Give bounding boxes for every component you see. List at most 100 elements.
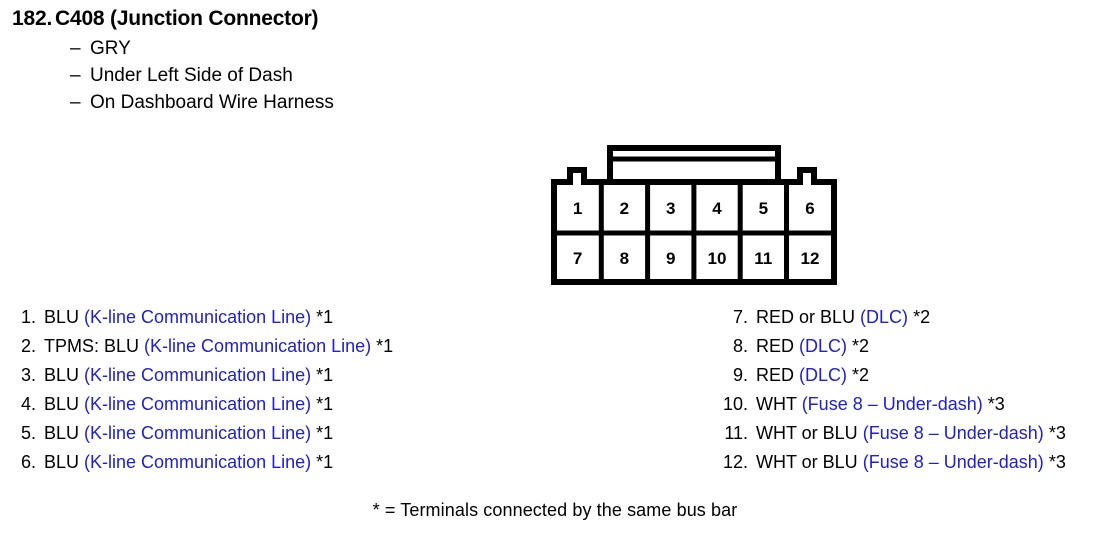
pin-cavity-1: 1 xyxy=(573,199,582,218)
pin-row: 3. BLU (K-line Communication Line) *1 xyxy=(0,361,540,390)
circuit-name: (K-line Communication Line) xyxy=(84,394,312,414)
circuit-name: (K-line Communication Line) xyxy=(84,307,312,327)
connector-body-outline xyxy=(551,167,837,285)
pin-number: 5. xyxy=(20,423,36,443)
pin-cavity-3: 3 xyxy=(666,199,675,218)
wire-color: WHT or BLU xyxy=(756,423,858,443)
pin-row: 9. RED (DLC) *2 xyxy=(700,361,1110,390)
footnote-ref: *1 xyxy=(376,336,394,356)
bus-bar-footnote: * = Terminals connected by the same bus … xyxy=(372,500,738,520)
pin-description: WHT (Fuse 8 – Under-dash) *3 xyxy=(748,390,1005,419)
pin-number: 10. xyxy=(722,394,748,414)
pin-row: 8. RED (DLC) *2 xyxy=(700,332,1110,361)
circuit-name: (K-line Communication Line) xyxy=(84,365,312,385)
pin-row: 7. RED or BLU (DLC) *2 xyxy=(700,303,1110,332)
pin-cavity-2: 2 xyxy=(620,199,629,218)
pin-number: 8. xyxy=(732,336,748,356)
attribute-text: GRY xyxy=(90,38,131,59)
wire-color: RED or BLU xyxy=(756,307,856,327)
pin-description: RED or BLU (DLC) *2 xyxy=(748,303,930,332)
circuit-name: (K-line Communication Line) xyxy=(144,336,372,356)
bullet-dash-icon: – xyxy=(70,38,81,59)
footnote-ref: *3 xyxy=(1048,452,1066,472)
circuit-name: (Fuse 8 – Under-dash) xyxy=(862,452,1044,472)
pin-cavity-5: 5 xyxy=(759,199,768,218)
pin-cavity-7: 7 xyxy=(573,249,582,268)
wire-color: BLU xyxy=(44,452,80,472)
pin-number: 1. xyxy=(20,307,36,327)
connector-pin-numbers-row2: 7 8 9 10 11 12 xyxy=(573,249,820,268)
pin-row: 1. BLU (K-line Communication Line) *1 xyxy=(0,303,540,332)
connector-locking-tab xyxy=(607,145,781,182)
pin-cavity-10: 10 xyxy=(708,249,727,268)
wire-color: WHT xyxy=(756,394,797,414)
footnote-ref: *1 xyxy=(316,452,334,472)
wire-color: BLU xyxy=(44,307,80,327)
bullet-dash-icon: – xyxy=(70,65,81,86)
footnote-ref: *1 xyxy=(316,423,334,443)
connector-attributes: – GRY – Under Left Side of Dash – On Das… xyxy=(12,35,612,116)
circuit-name: (Fuse 8 – Under-dash) xyxy=(862,423,1044,443)
footnote-ref: *1 xyxy=(316,307,334,327)
pin-row: 12. WHT or BLU (Fuse 8 – Under-dash) *3 xyxy=(700,448,1110,477)
circuit-name: (DLC) xyxy=(799,365,848,385)
attribute-text: On Dashboard Wire Harness xyxy=(90,92,334,113)
pin-description: BLU (K-line Communication Line) *1 xyxy=(36,361,333,390)
footnote-ref: *2 xyxy=(852,365,870,385)
wire-color: BLU xyxy=(44,394,80,414)
connector-pin-numbers-row1: 1 2 3 4 5 6 xyxy=(573,199,815,218)
pin-row: 4. BLU (K-line Communication Line) *1 xyxy=(0,390,540,419)
pin-list-left: 1. BLU (K-line Communication Line) *1 2.… xyxy=(0,303,540,477)
connector-diagram: 1 2 3 4 5 6 7 8 9 10 11 12 xyxy=(551,145,841,287)
wire-color: TPMS: BLU xyxy=(44,336,140,356)
pin-number: 9. xyxy=(732,365,748,385)
circuit-name: (K-line Communication Line) xyxy=(84,452,312,472)
footnote-ref: *2 xyxy=(913,307,931,327)
pin-description: BLU (K-line Communication Line) *1 xyxy=(36,303,333,332)
pin-number: 12. xyxy=(722,452,748,472)
pin-description: BLU (K-line Communication Line) *1 xyxy=(36,448,333,477)
pin-description: WHT or BLU (Fuse 8 – Under-dash) *3 xyxy=(748,448,1066,477)
pin-description: RED (DLC) *2 xyxy=(748,332,869,361)
pin-number: 4. xyxy=(20,394,36,414)
pin-cavity-8: 8 xyxy=(620,249,629,268)
page-title: 182. C408 (Junction Connector) xyxy=(12,6,612,32)
connector-name: C408 (Junction Connector) xyxy=(55,7,319,30)
pin-number: 3. xyxy=(20,365,36,385)
pin-description: TPMS: BLU (K-line Communication Line) *1 xyxy=(36,332,393,361)
pin-list-right: 7. RED or BLU (DLC) *2 8. RED (DLC) *2 9… xyxy=(700,303,1110,477)
connector-number: 182. xyxy=(12,7,53,30)
wire-color: WHT or BLU xyxy=(756,452,858,472)
footnote-ref: *1 xyxy=(316,365,334,385)
pin-row: 11. WHT or BLU (Fuse 8 – Under-dash) *3 xyxy=(700,419,1110,448)
attribute-text: Under Left Side of Dash xyxy=(90,65,293,86)
pin-number: 11. xyxy=(724,423,748,443)
wire-color: BLU xyxy=(44,365,80,385)
pin-row: 2. TPMS: BLU (K-line Communication Line)… xyxy=(0,332,540,361)
wire-color: RED xyxy=(756,365,795,385)
connector-cavity-grid xyxy=(554,182,834,282)
bullet-dash-icon: – xyxy=(70,92,81,113)
pin-number: 2. xyxy=(20,336,36,356)
pin-cavity-11: 11 xyxy=(754,249,772,268)
pin-description: BLU (K-line Communication Line) *1 xyxy=(36,390,333,419)
circuit-name: (Fuse 8 – Under-dash) xyxy=(801,394,983,414)
pin-row: 5. BLU (K-line Communication Line) *1 xyxy=(0,419,540,448)
pin-cavity-9: 9 xyxy=(666,249,675,268)
pin-number: 6. xyxy=(20,452,36,472)
pin-row: 10. WHT (Fuse 8 – Under-dash) *3 xyxy=(700,390,1110,419)
connector-header: 182. C408 (Junction Connector) – GRY – U… xyxy=(12,6,612,116)
circuit-name: (DLC) xyxy=(860,307,909,327)
footnote-ref: *3 xyxy=(1048,423,1066,443)
pin-description: RED (DLC) *2 xyxy=(748,361,869,390)
footnote-ref: *3 xyxy=(987,394,1005,414)
footnote-ref: *2 xyxy=(852,336,870,356)
attribute-harness: – On Dashboard Wire Harness xyxy=(70,89,612,116)
attribute-location: – Under Left Side of Dash xyxy=(70,62,612,89)
attribute-color: – GRY xyxy=(70,35,612,62)
circuit-name: (K-line Communication Line) xyxy=(84,423,312,443)
pin-number: 7. xyxy=(732,307,748,327)
circuit-name: (DLC) xyxy=(799,336,848,356)
pin-cavity-6: 6 xyxy=(805,199,814,218)
wire-color: BLU xyxy=(44,423,80,443)
